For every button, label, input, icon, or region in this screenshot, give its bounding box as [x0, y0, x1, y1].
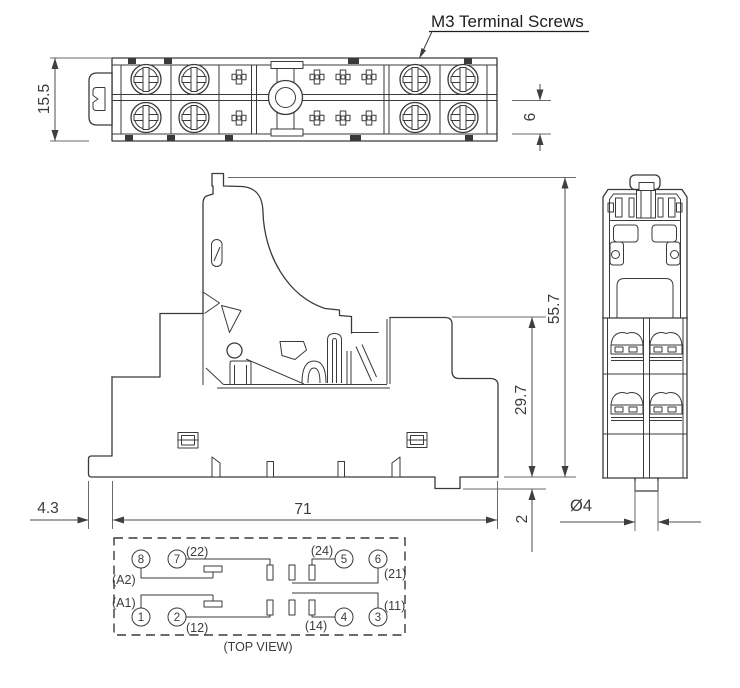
pin-contacts — [231, 69, 377, 126]
terminal-2: 2 — [174, 612, 180, 624]
keying-notch — [279, 341, 307, 360]
dim-rail-lip: 2 — [463, 488, 546, 552]
contact-22 — [266, 564, 274, 581]
m3-terminal-screws-callout: M3 Terminal Screws — [419, 12, 589, 59]
release-lever — [202, 172, 353, 334]
side-view — [87, 172, 499, 490]
contact-11-common — [288, 599, 296, 616]
label-12: (12) — [186, 621, 208, 635]
terminal-8: 8 — [138, 554, 144, 566]
coil-pin-a1 — [203, 600, 223, 608]
contact-21-common — [288, 564, 296, 581]
svg-text:4.3: 4.3 — [37, 500, 59, 517]
panel-pin — [634, 477, 659, 492]
terminal-1: 1 — [138, 612, 144, 624]
label-14: (14) — [305, 619, 327, 633]
terminal-5: 5 — [341, 554, 347, 566]
dim-foot-offset: 4.3 — [30, 481, 89, 529]
label-11: (11) — [384, 599, 405, 613]
dim-plan-height: 15.5 — [36, 57, 112, 142]
m3-leader-arrow — [419, 48, 426, 59]
coil-pin-a2 — [203, 565, 223, 573]
dim-overall-height: 55.7 — [228, 177, 576, 478]
label-24: (24) — [311, 544, 333, 558]
label-22: (22) — [186, 545, 208, 559]
terminal-7: 7 — [174, 554, 180, 566]
plan-left-tab — [88, 72, 113, 126]
end-view — [602, 174, 688, 492]
svg-text:2: 2 — [514, 515, 531, 524]
svg-text:15.5: 15.5 — [36, 84, 53, 114]
terminal-6: 6 — [375, 554, 381, 566]
label-a1: (A1) — [112, 596, 136, 610]
latch-mechanism — [202, 305, 391, 389]
contact-12 — [266, 599, 274, 616]
svg-text:29.7: 29.7 — [513, 385, 530, 415]
dim-pin-diameter: Ø4 — [560, 481, 701, 531]
lever-pivot — [226, 342, 243, 359]
clip-windows — [177, 432, 428, 449]
dim-terminal-row-pitch: 6 — [512, 84, 551, 151]
svg-text:71: 71 — [294, 501, 311, 518]
contact-14 — [308, 599, 316, 616]
dim-base-height: 29.7 — [452, 316, 546, 477]
label-a2: (A2) — [112, 573, 136, 587]
wiring-schematic: 8 7 5 6 1 2 4 3 (22) (24) (21) (11) (12)… — [112, 537, 406, 654]
schematic-caption: (TOP VIEW) — [224, 640, 293, 654]
label-21: (21) — [384, 567, 406, 581]
terminal-3: 3 — [375, 612, 381, 624]
center-mounting-hole — [267, 61, 304, 137]
svg-text:6: 6 — [522, 113, 539, 122]
svg-text:55.7: 55.7 — [546, 294, 563, 324]
contact-24 — [308, 564, 316, 581]
terminal-4: 4 — [341, 612, 348, 624]
bottom-slots — [211, 456, 401, 478]
dim-base-width: 71 — [112, 481, 498, 529]
rail-ticks — [125, 58, 473, 141]
svg-text:Ø4: Ø4 — [570, 497, 592, 515]
m3-terminal-screws-label: M3 Terminal Screws — [431, 12, 584, 31]
plan-view — [88, 57, 498, 142]
terminal-screws — [130, 63, 479, 134]
